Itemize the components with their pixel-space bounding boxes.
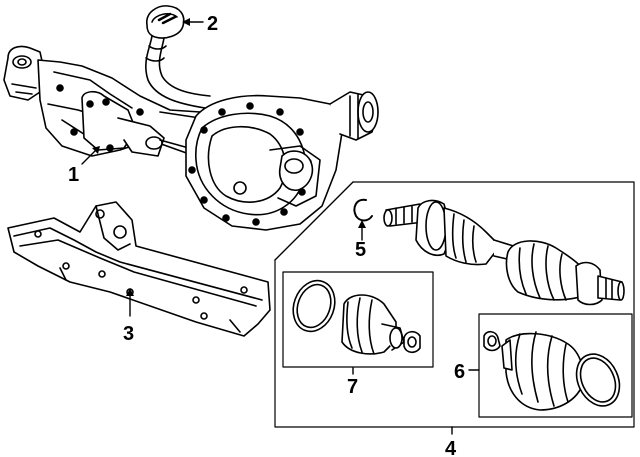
- inner-boot-kit-box: [282, 271, 434, 368]
- callout-7: 7: [347, 376, 358, 398]
- callout-3: 3: [123, 323, 134, 345]
- leader-arrowheads: [92, 18, 366, 296]
- callout-1: 1: [68, 164, 79, 186]
- callout-4: 4: [445, 438, 457, 457]
- vent-cap-hose: [145, 5, 211, 109]
- outer-boot-kit-box: [478, 313, 633, 418]
- callout-2: 2: [207, 13, 218, 35]
- callout-5: 5: [355, 239, 366, 261]
- half-shaft-group-box: [274, 181, 635, 428]
- callout-6: 6: [454, 361, 465, 383]
- outer-boot-kit: [483, 330, 621, 411]
- skid-plate-bracket: [7, 201, 271, 337]
- snap-ring: [353, 198, 373, 222]
- half-shaft-assembly: [383, 199, 625, 306]
- front-axle-housing: [3, 45, 379, 231]
- inner-boot-kit: [292, 279, 421, 355]
